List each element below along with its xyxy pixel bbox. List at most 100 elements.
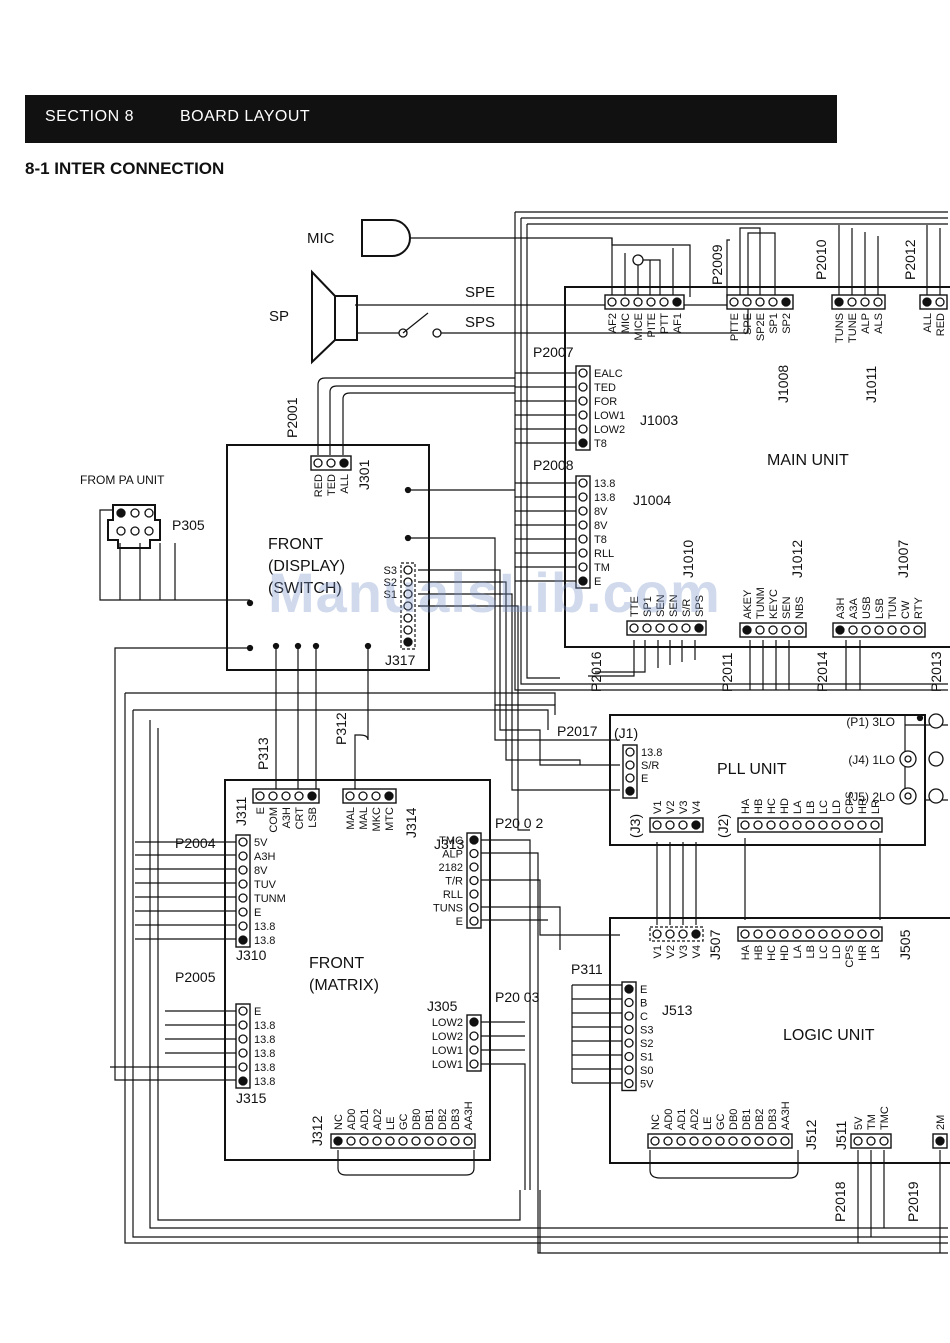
pin-label: SEN [668, 594, 680, 617]
pin [469, 902, 479, 913]
j3-label: (J3) [627, 814, 643, 838]
pin-label: RLL [594, 548, 614, 560]
pin [847, 297, 857, 307]
pin [913, 625, 923, 635]
pin-label: AD0 [663, 1109, 675, 1130]
pin-label: S3 [640, 1025, 653, 1037]
pin-label: DB3 [450, 1109, 462, 1130]
pin [844, 929, 854, 939]
pin [578, 438, 588, 448]
pin-label: HC [766, 945, 778, 961]
pin-label: A3H [835, 598, 847, 619]
pin-label: A3H [254, 851, 275, 863]
pin-label: LR [870, 945, 882, 959]
pin [578, 424, 588, 434]
pin [742, 625, 752, 635]
pin [384, 791, 394, 801]
pin [818, 820, 828, 830]
pin-label: A3H [281, 807, 293, 828]
p2008-label: P2008 [533, 457, 574, 473]
pin-label: 13.8 [254, 1076, 275, 1088]
pin [870, 820, 880, 830]
p312-label: P312 [333, 712, 349, 745]
pin-label: HD [779, 945, 791, 961]
pin [346, 1136, 356, 1146]
pin [652, 820, 662, 830]
spe-label: SPE [465, 284, 495, 301]
pin-label: LOW2 [432, 1017, 463, 1029]
pin [741, 1136, 751, 1146]
pin [742, 297, 752, 307]
pin-label: 13.8 [254, 935, 275, 947]
pin-label: LB [805, 801, 817, 814]
pin-label: DB2 [754, 1109, 766, 1130]
pin-label: E [255, 807, 267, 814]
p2009-label: P2009 [709, 244, 725, 285]
p2003-label: P20 03 [495, 989, 540, 1005]
pin [345, 791, 355, 801]
pin [620, 297, 630, 307]
pin [403, 577, 413, 587]
pin-label: V2 [665, 945, 677, 958]
section-title: BOARD LAYOUT [180, 108, 311, 125]
pin-label: ALL [922, 313, 934, 333]
front-matrix-label-1: FRONT [309, 955, 364, 972]
pin [694, 623, 704, 633]
pin-label: RTY [913, 597, 925, 619]
pin [578, 492, 588, 502]
pin [625, 773, 635, 783]
connector-p2019: 2M [932, 1115, 948, 1149]
pin [469, 1059, 479, 1069]
j1008-label: J1008 [775, 365, 791, 403]
pin [578, 534, 588, 544]
pin-label: MKC [371, 807, 383, 832]
j313-label: J313 [434, 836, 465, 852]
pin-label: LA [792, 800, 804, 814]
pin-label: T8 [594, 438, 607, 450]
pin-label: S2 [640, 1038, 653, 1050]
pin-label: CPS [844, 791, 856, 814]
pin-label: LSB [307, 807, 319, 828]
pin-label: ALP [860, 313, 872, 334]
pin-label: LE [702, 1117, 714, 1130]
pin-label: AD2 [372, 1109, 384, 1130]
sps-label: SPS [465, 314, 495, 331]
pin-label: E [254, 1006, 261, 1018]
pin [238, 1048, 248, 1058]
pin-label: SP1 [642, 596, 654, 617]
pin [834, 297, 844, 307]
pin [578, 576, 588, 586]
pin [681, 623, 691, 633]
pin [715, 1136, 725, 1146]
pin [844, 820, 854, 830]
pin-label: DB2 [437, 1109, 449, 1130]
pll-unit-board [609, 714, 926, 846]
pin-label: RED [935, 313, 947, 336]
pin [403, 589, 413, 599]
watermark: ManualsLib.com [268, 561, 721, 624]
j1012-label: J1012 [789, 540, 805, 578]
pin [818, 929, 828, 939]
pin-label: AF1 [672, 313, 684, 333]
pin [403, 601, 413, 611]
pin-label: RED [313, 474, 325, 497]
pin [403, 625, 413, 635]
pin [879, 1136, 889, 1146]
j317-label: J317 [385, 652, 416, 668]
pin [578, 382, 588, 392]
logic-unit-board [609, 917, 950, 1164]
j314-label: J314 [403, 807, 419, 838]
pin [740, 929, 750, 939]
section-header-bar [25, 95, 837, 143]
subheading: 8-1 INTER CONNECTION [25, 159, 225, 178]
pin-label: 8V [594, 520, 608, 532]
